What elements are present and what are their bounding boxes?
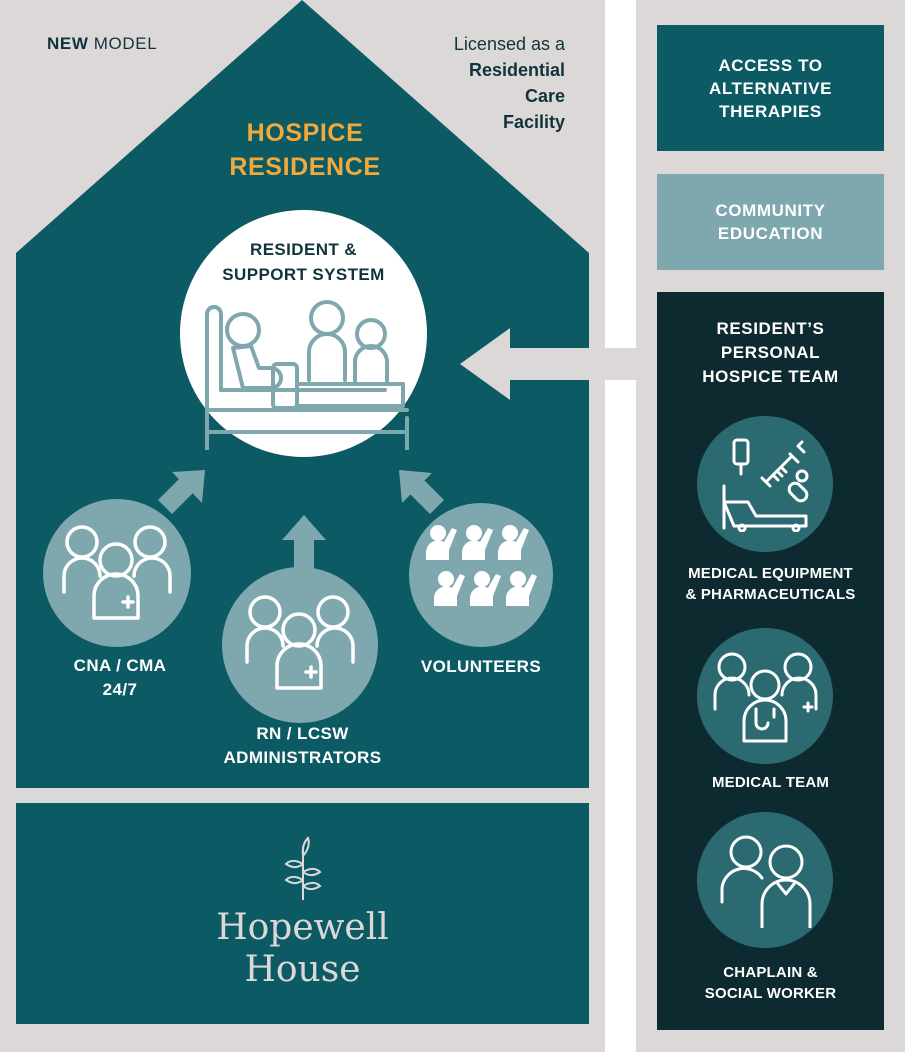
medical-equipment-label: MEDICAL EQUIPMENT & PHARMACEUTICALS xyxy=(657,563,884,605)
cna-label-line-1: CNA / CMA xyxy=(73,656,167,675)
license-line-2: Care xyxy=(524,86,565,106)
brand-line-1: Hopewell xyxy=(216,907,389,948)
chaplain-line-1: CHAPLAIN & xyxy=(723,964,818,981)
title-line-2: RESIDENCE xyxy=(229,153,381,181)
license-prefix: Licensed as a xyxy=(453,34,565,54)
title-line-1: HOSPICE xyxy=(246,119,364,147)
center-label-line-2: SUPPORT SYSTEM xyxy=(222,265,385,284)
hospice-residence-title: HOSPICE RESIDENCE xyxy=(190,116,420,184)
medical-equipment-line-1: MEDICAL EQUIPMENT xyxy=(688,565,853,582)
medical-equipment-line-2: & PHARMACEUTICALS xyxy=(685,586,856,603)
license-line-1: Residential xyxy=(468,60,565,80)
medical-team-label: MEDICAL TEAM xyxy=(657,772,884,793)
model-label-rest: MODEL xyxy=(93,34,158,53)
medical-team-line-1: MEDICAL TEAM xyxy=(711,774,830,791)
center-label-line-1: RESIDENT & xyxy=(250,240,357,259)
resident-support-label: RESIDENT & SUPPORT SYSTEM xyxy=(180,237,427,287)
chaplain-label: CHAPLAIN & SOCIAL WORKER xyxy=(657,962,884,1004)
volunteers-label: VOLUNTEERS xyxy=(391,655,571,679)
team-arrow xyxy=(460,328,657,400)
volunteers-arrow xyxy=(399,470,444,514)
rn-group-icon xyxy=(245,595,355,690)
cna-group-icon xyxy=(62,525,172,620)
volunteers-icon xyxy=(426,525,537,606)
tree-logo-icon xyxy=(284,836,322,900)
medical-equipment-circle xyxy=(697,416,833,552)
volunteers-label-line-1: VOLUNTEERS xyxy=(420,657,542,676)
brand-block xyxy=(16,803,589,1024)
rn-lcsw-label: RN / LCSW ADMINISTRATORS xyxy=(180,722,425,770)
resident-bed-icon xyxy=(205,300,409,450)
access-line-2: ALTERNATIVE xyxy=(708,78,833,98)
cna-label-line-2: 24/7 xyxy=(102,680,138,699)
cna-cma-label: CNA / CMA 24/7 xyxy=(20,654,220,702)
brand-line-2: House xyxy=(244,949,361,990)
cna-arrow xyxy=(158,470,205,514)
model-label: NEW MODEL xyxy=(47,34,157,54)
medical-team-icon xyxy=(713,652,818,743)
access-line-1: ACCESS TO xyxy=(718,55,823,75)
license-line-3: Facility xyxy=(502,112,565,132)
team-title-line-1: RESIDENT’S xyxy=(716,319,825,338)
rn-label-line-2: ADMINISTRATORS xyxy=(223,748,382,767)
access-therapies-box: ACCESS TO ALTERNATIVE THERAPIES xyxy=(657,25,884,151)
chaplain-line-2: SOCIAL WORKER xyxy=(704,985,837,1002)
medical-equipment-icon xyxy=(722,438,809,532)
access-line-3: THERAPIES xyxy=(719,101,822,121)
rn-label-line-1: RN / LCSW xyxy=(256,724,349,743)
team-title-line-2: PERSONAL xyxy=(720,343,821,362)
team-title-line-3: HOSPICE TEAM xyxy=(702,367,839,386)
community-line-2: EDUCATION xyxy=(717,224,824,243)
community-education-box: COMMUNITY EDUCATION xyxy=(657,174,884,270)
community-line-1: COMMUNITY xyxy=(715,201,826,220)
brand-name: Hopewell House xyxy=(16,907,589,991)
license-note: Licensed as a Residential Care Facility xyxy=(390,31,565,135)
chaplain-social-worker-icon xyxy=(720,835,812,928)
hospice-team-title: RESIDENT’S PERSONAL HOSPICE TEAM xyxy=(657,317,884,389)
model-label-bold: NEW xyxy=(47,34,89,53)
